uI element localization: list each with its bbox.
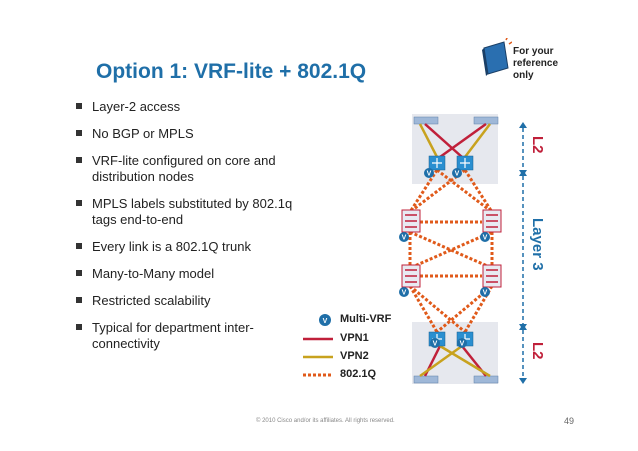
trunk-link: [409, 284, 466, 334]
vrf-badge-label: V: [433, 341, 438, 348]
legend-vpn2: VPN2: [340, 350, 369, 362]
reference-note-line: For your: [513, 46, 554, 57]
access-switch-bottom-right: [473, 375, 499, 384]
legend-vrf-badge: [319, 314, 331, 326]
reference-note: For your reference only: [513, 46, 583, 82]
access-switch-top-right: [473, 116, 499, 125]
bullet-item: Many-to-Many model: [76, 266, 316, 282]
vrf-badge-label: V: [483, 235, 488, 242]
bullet-item: Restricted scalability: [76, 293, 316, 309]
vpn1-link: [439, 122, 487, 159]
vrf-badge-label: V: [460, 341, 465, 348]
legend-multi-vrf: Multi-VRF: [340, 313, 392, 325]
vrf-badge-label: V: [483, 290, 488, 297]
access-switch-top-left: [413, 116, 439, 125]
core-router-lower-left: [401, 264, 421, 288]
vpn2-link: [464, 123, 491, 158]
copyright-footer: © 2010 Cisco and/or its affiliates. All …: [256, 418, 395, 424]
bullet-item: Every link is a 802.1Q trunk: [76, 239, 316, 255]
vrf-badge-label: V: [427, 171, 432, 178]
distribution-switch-top-right: [456, 155, 474, 171]
trunk-link: [408, 285, 439, 333]
core-router-lower-right: [482, 264, 502, 288]
vpn2-link: [419, 344, 463, 378]
bullet-item: MPLS labels substituted by 802.1q tags e…: [76, 196, 316, 228]
bullet-item: VRF-lite configured on core and distribu…: [76, 153, 316, 185]
distribution-switch-top-left: [428, 155, 446, 171]
bullet-item: No BGP or MPLS: [76, 126, 316, 142]
bullet-item: Layer-2 access: [76, 99, 316, 115]
vpn1-link: [424, 123, 463, 158]
vrf-badge-label: V: [402, 290, 407, 297]
core-router-upper-left: [401, 209, 421, 233]
side-label-l2-bottom: L2: [529, 342, 546, 360]
core-router-upper-right: [482, 209, 502, 233]
vrf-badge-label: V: [402, 235, 407, 242]
legend-vrf-badge-label: V: [323, 318, 328, 325]
page-title: Option 1: VRF-lite + 802.1Q: [96, 60, 367, 83]
arrow-icon: [519, 378, 527, 384]
side-label-layer3: Layer 3: [529, 218, 546, 271]
vpn2-link: [418, 123, 439, 158]
arrow-icon: [519, 122, 527, 128]
reference-note-line: only: [513, 70, 534, 81]
legend-vpn1: VPN1: [340, 332, 369, 344]
trunk-link: [408, 169, 439, 213]
arrow-icon: [519, 170, 527, 176]
trunk-link: [463, 169, 494, 213]
vpn2-link: [439, 344, 491, 378]
arrow-icon: [519, 324, 527, 330]
reference-note-line: reference: [513, 58, 559, 69]
vrf-badge-label: V: [455, 171, 460, 178]
side-label-l2-top: L2: [529, 136, 546, 154]
vrf-badge: [399, 168, 490, 348]
bullet-item: Typical for department inter-connectivit…: [76, 320, 316, 352]
page-number: 49: [564, 416, 575, 426]
book-icon: [482, 38, 512, 76]
trunk-link: [436, 168, 493, 214]
legend-dot1q: 802.1Q: [340, 368, 377, 380]
bullet-list: Layer-2 access No BGP or MPLS VRF-lite c…: [76, 99, 316, 363]
trunk-link: [463, 285, 494, 333]
access-switch-bottom-left: [413, 375, 439, 384]
